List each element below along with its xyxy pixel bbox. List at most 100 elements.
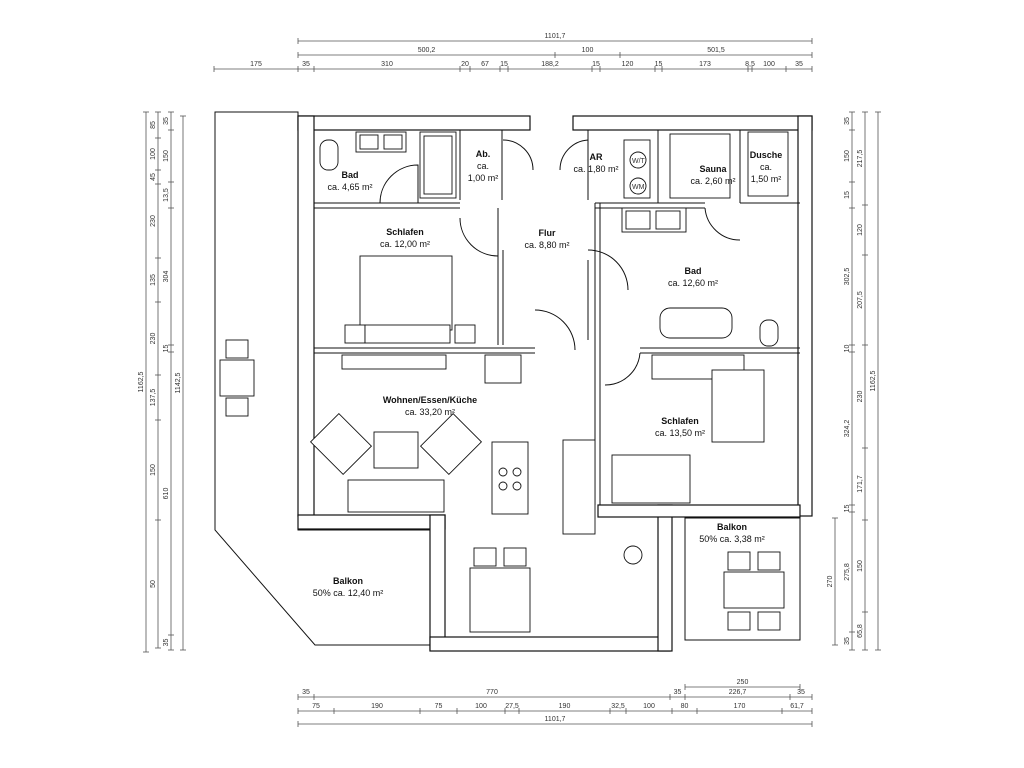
dimension-lines: 1101,7 500,2 100 501,5 175 35 310 20 67 15 188,2 15… — [138, 33, 881, 727]
dimension-label: 190 — [559, 703, 571, 710]
dimension-label: 35 — [163, 117, 170, 125]
room-name: Bad — [684, 266, 701, 276]
dimension-label: 610 — [163, 488, 170, 500]
room-area: ca. 12,00 m² — [380, 239, 430, 249]
dimension-label: 135 — [150, 274, 157, 286]
dimension-label: 1162,5 — [138, 371, 145, 392]
dimension-label: 190 — [371, 703, 383, 710]
dimension-label: 35 — [844, 117, 851, 125]
room-area: ca. 12,60 m² — [668, 278, 718, 288]
dimension-label: 120 — [857, 224, 864, 236]
dimension-label: 230 — [857, 391, 864, 403]
room-area: ca. 2,60 m² — [690, 176, 735, 186]
dimension-label: 15 — [844, 191, 851, 199]
dimension-label: 1101,7 — [545, 716, 566, 723]
dimension-label: 150 — [857, 560, 864, 572]
dimension-label: 35 — [302, 689, 310, 696]
room-area: 1,50 m² — [751, 174, 782, 184]
dimension-label: 304 — [163, 271, 170, 283]
dimension-label: 230 — [150, 215, 157, 227]
dimension-label: 302,5 — [844, 268, 851, 286]
dimension-label: 188,2 — [541, 61, 559, 68]
room-name: Sauna — [699, 164, 727, 174]
dimension-label: 13,5 — [163, 188, 170, 202]
doors — [379, 139, 741, 386]
dimension-label: 80 — [681, 703, 689, 710]
room-area: ca. 33,20 m² — [405, 407, 455, 417]
dimension-label: 173 — [699, 61, 711, 68]
dimension-label: 8,5 — [745, 61, 755, 68]
dimension-label: 175 — [250, 61, 262, 68]
dimension-label: 35 — [163, 639, 170, 647]
dryer-label: W/T — [632, 158, 646, 165]
room-name: Schlafen — [386, 227, 424, 237]
fixtures — [219, 131, 789, 633]
dimension-label: 15 — [500, 61, 508, 68]
dimension-label: 1162,5 — [870, 370, 877, 391]
dimension-label: 15 — [592, 61, 600, 68]
room-name: Flur — [539, 228, 556, 238]
dimension-label: 65,8 — [857, 624, 864, 638]
dimension-label: 35 — [674, 689, 682, 696]
dimension-label: 324,2 — [844, 420, 851, 438]
dimension-label: 75 — [435, 703, 443, 710]
room-name: Ab. — [476, 149, 491, 159]
dimension-label: 20 — [461, 61, 469, 68]
dimension-label: 15 — [844, 505, 851, 513]
dimension-label: 150 — [163, 150, 170, 162]
dimension-label: 35 — [797, 689, 805, 696]
dimension-label: 100 — [150, 148, 157, 160]
dimension-label: 1142,5 — [175, 372, 182, 393]
dimension-label: 35 — [795, 61, 803, 68]
room-area: ca. 13,50 m² — [655, 428, 705, 438]
washer-label: WM — [632, 184, 645, 191]
dimension-label: 120 — [622, 61, 634, 68]
room-name: Balkon — [717, 522, 747, 532]
dimension-label: 50 — [150, 580, 157, 588]
room-name: Dusche — [750, 150, 783, 160]
room-area: ca. — [760, 162, 772, 172]
room-name: Bad — [341, 170, 358, 180]
dimension-label: 310 — [381, 61, 393, 68]
dimension-label: 15 — [163, 345, 170, 353]
dimension-label: 270 — [827, 576, 834, 588]
dimension-label: 230 — [150, 333, 157, 345]
room-area: 50% ca. 3,38 m² — [699, 534, 765, 544]
dimension-label: 27,5 — [505, 703, 519, 710]
dimension-label: 171,7 — [857, 475, 864, 493]
room-area: 1,00 m² — [468, 173, 499, 183]
dimension-label: 100 — [475, 703, 487, 710]
dimension-label: 137,5 — [150, 389, 157, 407]
inner-walls — [314, 130, 800, 505]
dimension-label: 217,5 — [857, 150, 864, 168]
dimension-label: 10 — [844, 345, 851, 353]
dimension-label: 250 — [737, 679, 749, 686]
dimension-label: 170 — [734, 703, 746, 710]
dimension-label: 67 — [481, 61, 489, 68]
room-name: AR — [590, 152, 603, 162]
room-area: ca. 1,80 m² — [573, 164, 618, 174]
dimension-label: 1101,7 — [545, 33, 566, 40]
dimension-label: 150 — [844, 150, 851, 162]
room-area: ca. 4,65 m² — [327, 182, 372, 192]
dimension-label: 100 — [582, 47, 594, 54]
dimension-label: 226,7 — [729, 689, 747, 696]
dimension-label: 500,2 — [418, 47, 436, 54]
dimension-label: 35 — [302, 61, 310, 68]
walls — [297, 115, 813, 652]
dimension-label: 85 — [150, 121, 157, 129]
dimension-label: 770 — [486, 689, 498, 696]
room-name: Wohnen/Essen/Küche — [383, 395, 477, 405]
dimension-label: 61,7 — [790, 703, 804, 710]
dimension-label: 75 — [312, 703, 320, 710]
dimension-label: 45 — [150, 173, 157, 181]
dimension-label: 35 — [844, 637, 851, 645]
dimension-label: 32,5 — [611, 703, 625, 710]
dimension-label: 100 — [763, 61, 775, 68]
dimension-label: 501,5 — [707, 47, 725, 54]
room-name: Balkon — [333, 576, 363, 586]
dimension-label: 275,8 — [844, 563, 851, 581]
room-area: ca. — [477, 161, 489, 171]
room-area: 50% ca. 12,40 m² — [313, 588, 384, 598]
